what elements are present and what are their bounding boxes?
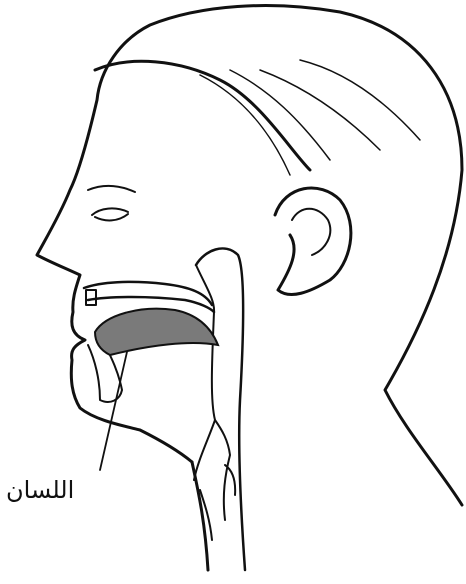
hair-strands (200, 60, 420, 175)
larynx (200, 420, 235, 540)
tongue-label: اللسان (6, 476, 74, 504)
eye (88, 186, 135, 221)
tongue-shape (95, 309, 218, 355)
ear-inner (292, 209, 330, 255)
palate (84, 282, 214, 312)
ear (275, 188, 351, 295)
upper-teeth (86, 290, 96, 305)
